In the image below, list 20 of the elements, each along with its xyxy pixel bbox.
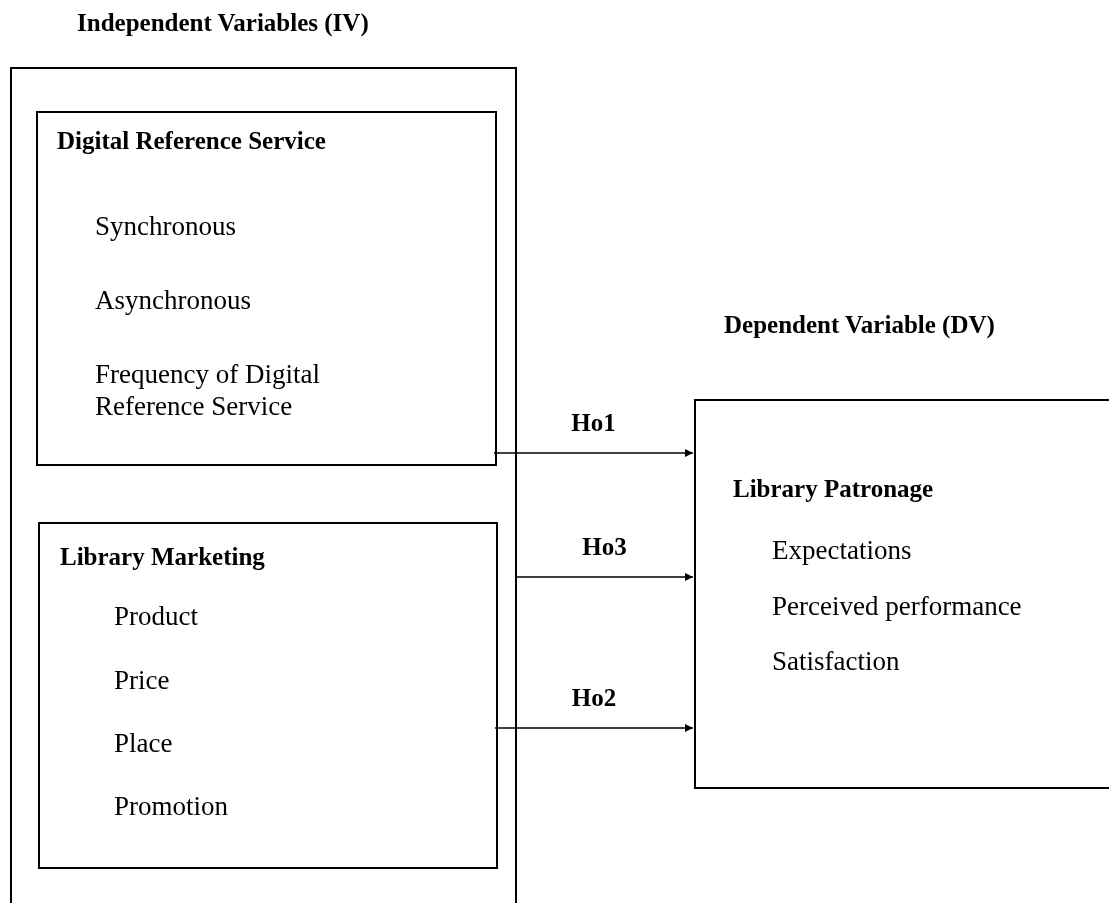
item-text: Frequency of Digital Reference Service (95, 358, 321, 423)
arrow (493, 449, 694, 457)
arrow (515, 573, 694, 581)
heading: Digital Reference Service (57, 126, 326, 156)
item-text: Price (114, 664, 170, 697)
item-text: Promotion (114, 790, 228, 823)
subheading: Library Patronage (733, 474, 934, 504)
variable-box (36, 111, 497, 466)
item-text: Place (114, 727, 173, 760)
variable-box (38, 522, 498, 869)
item-text: Synchronous (95, 210, 236, 243)
item-text: Product (114, 600, 198, 633)
heading: Dependent Variable (DV) (724, 310, 995, 340)
item-text: Asynchronous (95, 284, 251, 317)
item-text: Satisfaction (772, 645, 900, 678)
item-text: Expectations (772, 534, 912, 567)
heading: Independent Variables (IV) (77, 8, 369, 38)
heading: Library Marketing (60, 542, 265, 572)
item-text: Perceived performance (772, 590, 1022, 623)
arrow (494, 724, 694, 732)
